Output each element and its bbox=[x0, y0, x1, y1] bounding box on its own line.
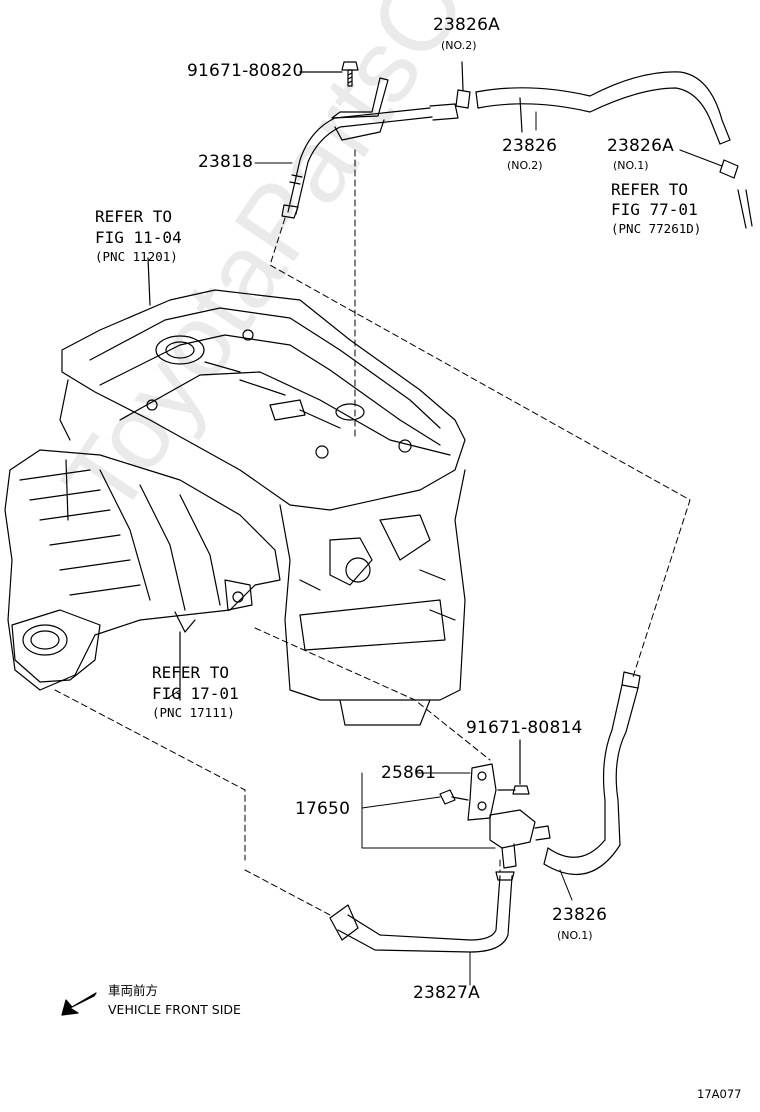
bolt-17650-side bbox=[439, 789, 469, 805]
callout-17650: 17650 bbox=[295, 799, 351, 819]
callout-91671-80820: 91671-80820 bbox=[187, 61, 304, 81]
engine-head-outline bbox=[61, 257, 466, 511]
callout-23826-no1-sub: (NO.1) bbox=[557, 929, 593, 942]
bracket-25861 bbox=[467, 763, 497, 821]
dashed-guide-lines bbox=[54, 149, 691, 916]
callout-23826-no1: 23826 bbox=[552, 905, 608, 925]
direction-label-english: VEHICLE FRONT SIDE bbox=[108, 1002, 241, 1017]
clamp-23826A-no2 bbox=[455, 61, 471, 109]
direction-label-japanese: 車両前方 bbox=[108, 983, 159, 998]
ref-fig-77-01-line1: REFER TO bbox=[611, 180, 689, 199]
callout-23826A-no1-sub: (NO.1) bbox=[613, 159, 649, 172]
callout-23826A-no2: 23826A bbox=[433, 15, 500, 35]
ref-fig-11-04-line1: REFER TO bbox=[95, 207, 173, 226]
callout-25861: 25861 bbox=[381, 763, 437, 783]
callout-23826-no2: 23826 bbox=[502, 136, 558, 156]
clamp-23826A-no1 bbox=[679, 149, 753, 229]
bolt-91671-80820 bbox=[299, 61, 359, 87]
hose-23827A bbox=[329, 871, 515, 953]
callout-23827A: 23827A bbox=[413, 983, 480, 1003]
pcv-valve bbox=[489, 809, 551, 869]
bolt-91671-80814 bbox=[497, 739, 530, 795]
ref-fig-17-01-line3: (PNC 17111) bbox=[152, 705, 235, 720]
callout-91671-80814: 91671-80814 bbox=[466, 718, 583, 738]
ref-fig-77-01-line3: (PNC 77261D) bbox=[611, 221, 702, 236]
ref-fig-77-01-line2: FIG 77-01 bbox=[611, 200, 698, 219]
callout-23826A-no2-sub: (NO.2) bbox=[441, 39, 477, 52]
pipe-23818 bbox=[281, 77, 459, 219]
leader-lines bbox=[167, 111, 573, 986]
intake-manifold-outline bbox=[4, 449, 281, 701]
hose-23826-no1 bbox=[543, 671, 641, 875]
callout-23818: 23818 bbox=[198, 152, 254, 172]
figure-code: 17A077 bbox=[697, 1087, 742, 1101]
ref-fig-11-04-line3: (PNC 11201) bbox=[95, 249, 178, 264]
ref-fig-11-04-line2: FIG 11-04 bbox=[95, 228, 182, 247]
ref-fig-17-01-line1: REFER TO bbox=[152, 663, 230, 682]
engine-block-outline bbox=[59, 379, 466, 726]
callout-23826A-no1: 23826A bbox=[607, 136, 674, 156]
hose-23826-no2 bbox=[475, 71, 731, 145]
callout-23826-no2-sub: (NO.2) bbox=[507, 159, 543, 172]
ref-fig-17-01-line2: FIG 17-01 bbox=[152, 684, 239, 703]
front-direction-arrow-icon bbox=[61, 992, 97, 1016]
